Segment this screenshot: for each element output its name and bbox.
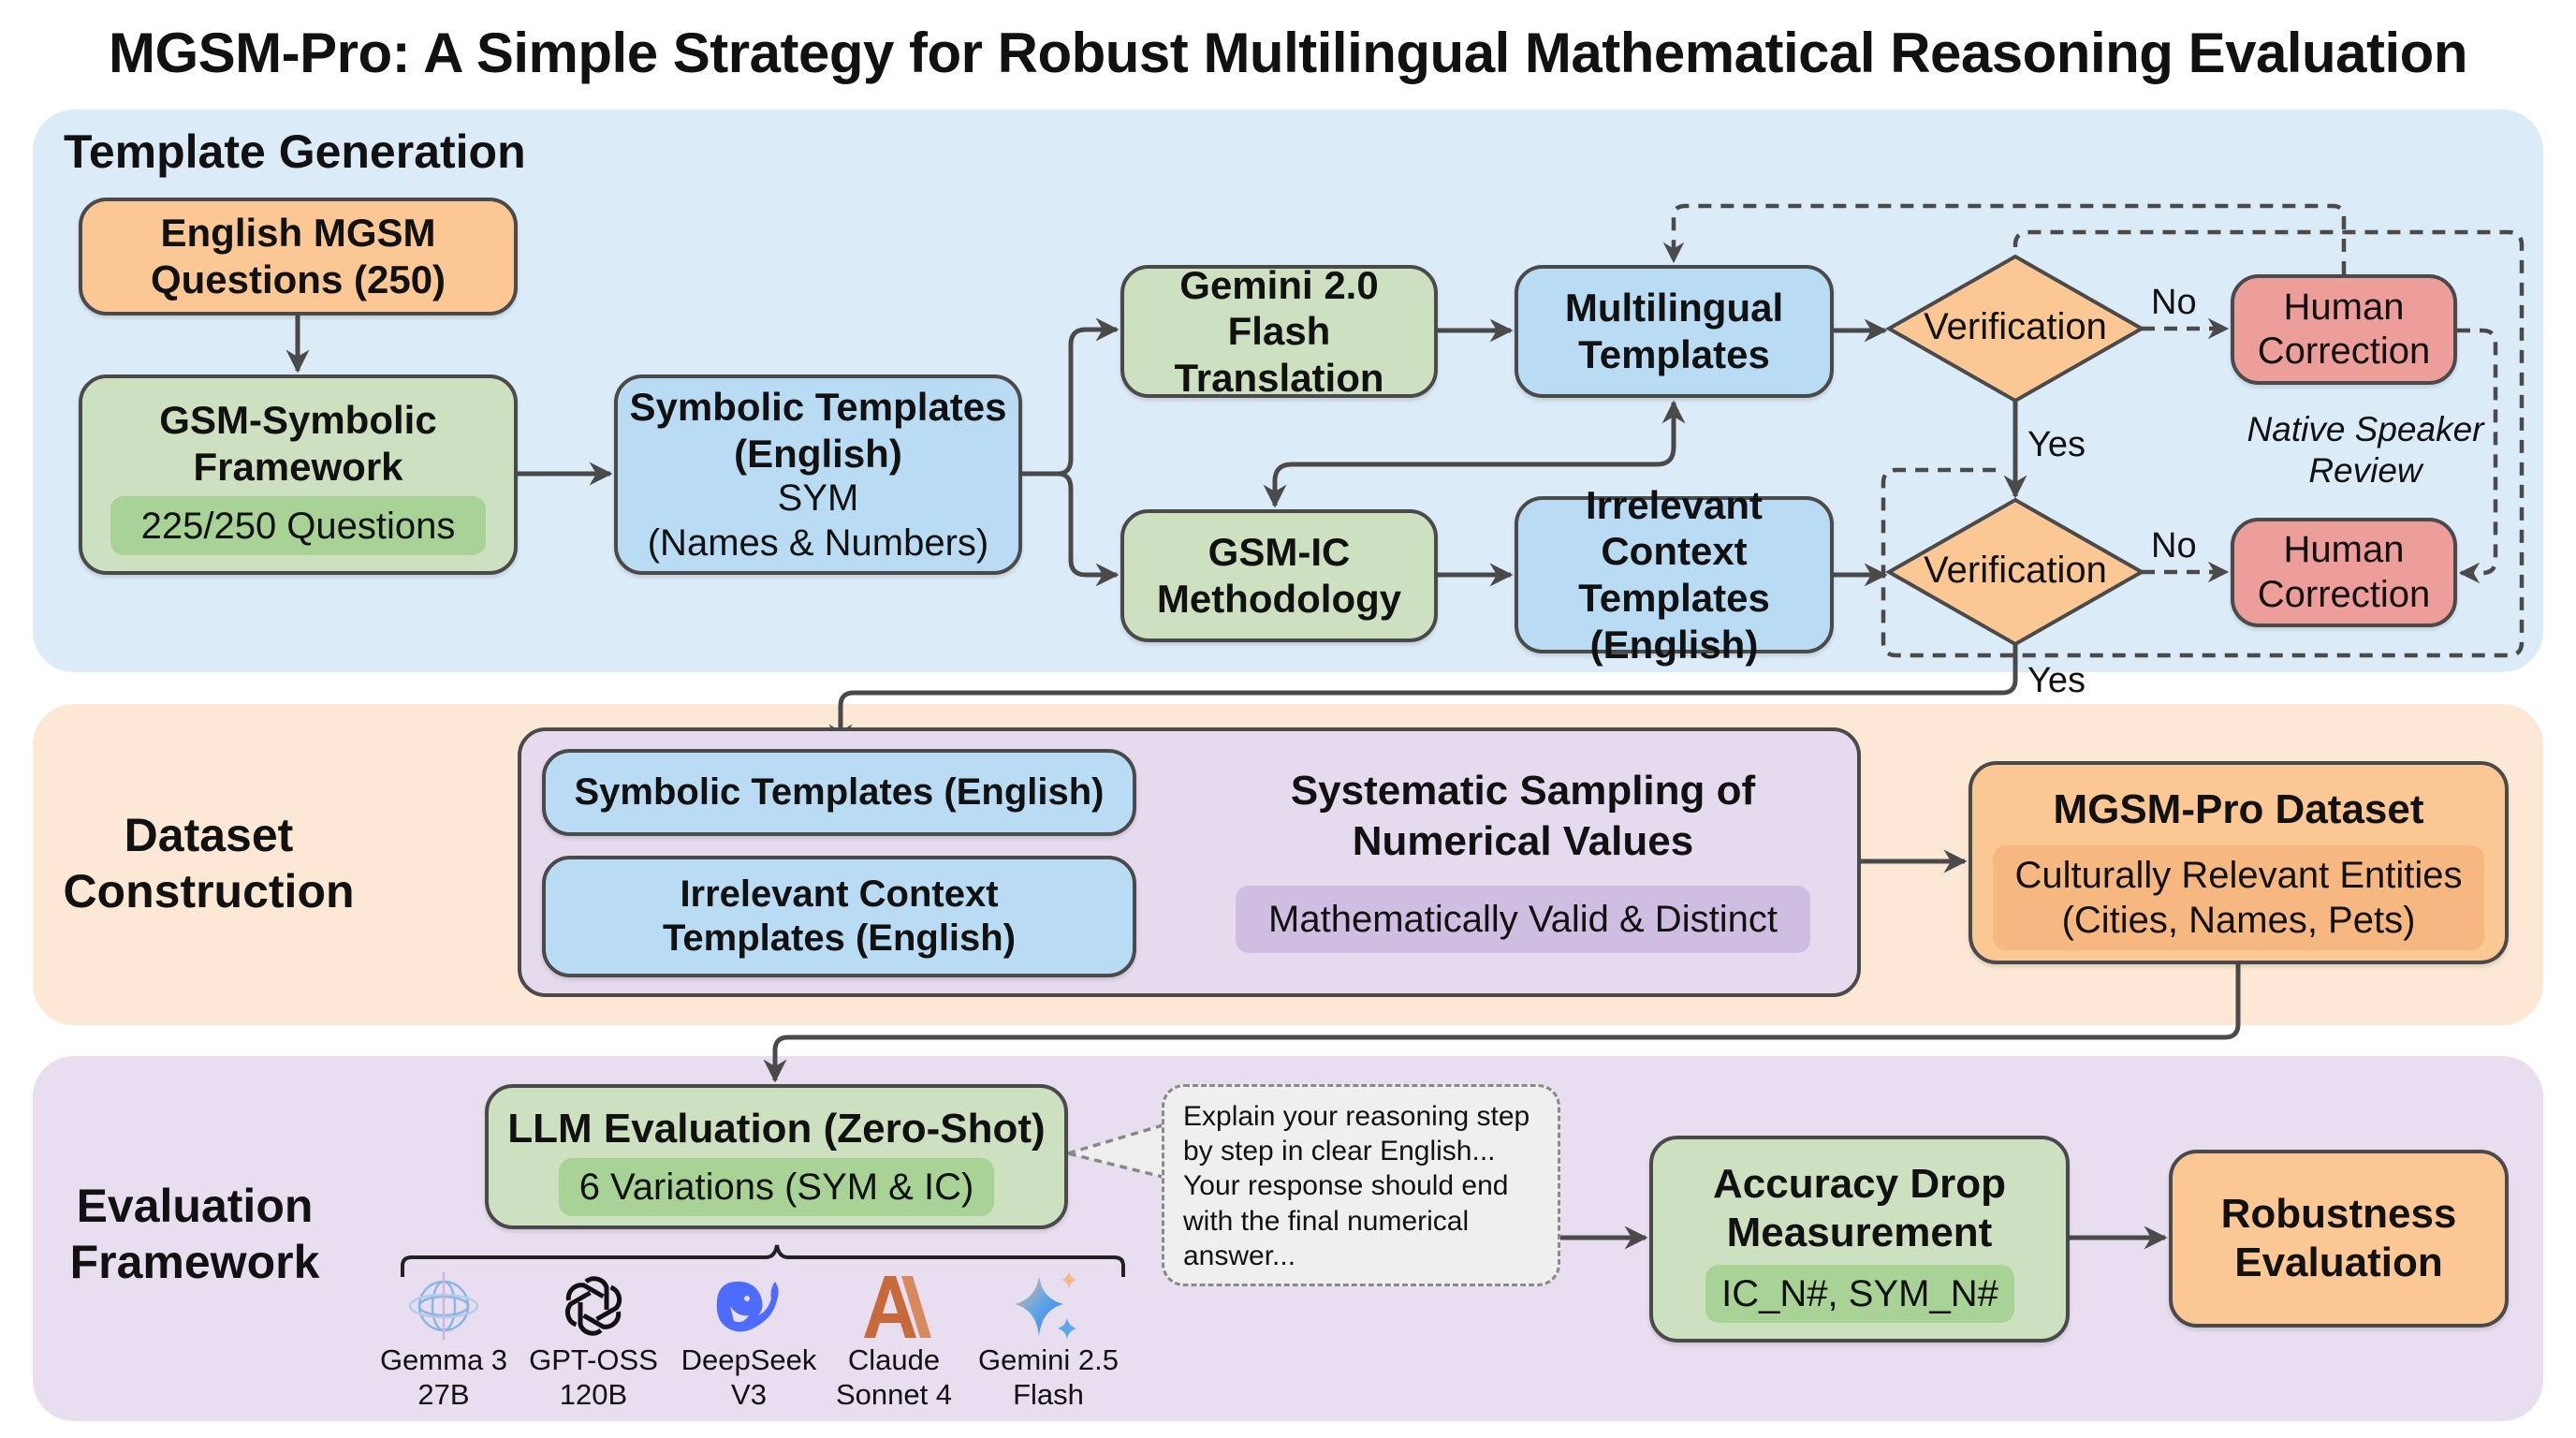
dc-symbolic-templates-box: Symbolic Templates (English) (542, 749, 1136, 836)
mgsm-pro-dataset-box: MGSM-Pro Dataset Culturally Relevant Ent… (1969, 761, 2509, 964)
heading-line: Numerical Values (1352, 817, 1694, 864)
box-line: Robustness (2220, 1191, 2457, 1238)
note-line: Native Speaker (2247, 410, 2484, 448)
native-speaker-review-note: Native Speaker Review (2234, 409, 2496, 491)
box-line: SYM (777, 477, 859, 520)
section-label-dataset-construction: Dataset Construction (54, 807, 363, 919)
human-correction-box-2: Human Correction (2231, 518, 2457, 627)
box-line: (Names & Numbers) (647, 521, 989, 564)
model-name: Gemma 3 (379, 1343, 508, 1376)
gemini-translation-box: Gemini 2.0 Flash Translation (1120, 262, 1438, 400)
gsm-symbolic-box: GSM-Symbolic Framework 225/250 Questions (79, 374, 518, 575)
box-line: Irrelevant Context (1585, 482, 1764, 574)
box-line: (English) (734, 431, 902, 476)
prompt-line: Your response should end (1183, 1170, 1509, 1202)
gemini-sparkle-icon (1015, 1270, 1076, 1340)
verification-label-2: Verification (1924, 550, 2107, 591)
anthropic-icon (864, 1276, 931, 1338)
label-line: Evaluation (76, 1180, 314, 1232)
box-line: GSM-IC (1208, 530, 1351, 575)
box-line: Multilingual (1564, 286, 1784, 330)
prompt-line: with the final numerical (1183, 1205, 1470, 1237)
variations-pill: 6 Variations (SYM & IC) (559, 1158, 994, 1216)
model-label-gpt-oss: GPT-OSS 120B (519, 1343, 668, 1412)
openai-icon (564, 1276, 622, 1336)
page-title: MGSM-Pro: A Simple Strategy for Robust M… (109, 22, 2467, 84)
model-label-deepseek: DeepSeek V3 (674, 1343, 824, 1412)
gsm-ic-box: GSM-IC Methodology (1120, 509, 1438, 642)
box-line: English MGSM (160, 211, 436, 256)
box-line: Framework (193, 444, 403, 489)
model-size: Sonnet 4 (835, 1378, 953, 1412)
model-size: Flash (1013, 1378, 1084, 1412)
symbolic-templates-box: Symbolic Templates (English) SYM (Names … (614, 374, 1022, 575)
box-line: Symbolic Templates (English) (574, 770, 1105, 813)
multilingual-templates-box: Multilingual Templates (1515, 265, 1834, 398)
gemma-icon (408, 1272, 479, 1340)
culturally-relevant-pill: Culturally Relevant Entities (Cities, Na… (1993, 845, 2484, 950)
prompt-line: answer... (1183, 1240, 1296, 1271)
box-line: Human (2283, 529, 2405, 571)
questions-count-pill: 225/250 Questions (110, 496, 486, 555)
label-line: Framework (69, 1236, 320, 1288)
pill-line: (Cities, Names, Pets) (2061, 900, 2416, 941)
box-line: LLM Evaluation (Zero-Shot) (507, 1106, 1046, 1152)
box-line: GSM-Symbolic (159, 398, 437, 442)
systematic-sampling-heading: Systematic Sampling of Numerical Values (1217, 766, 1829, 866)
human-correction-box-1: Human Correction (2231, 274, 2457, 385)
model-name: GPT-OSS (529, 1343, 658, 1376)
model-label-gemini: Gemini 2.5 Flash (973, 1343, 1123, 1412)
prompt-line: by step in clear English... (1183, 1136, 1496, 1167)
model-label-gemma: Gemma 3 27B (369, 1343, 519, 1412)
pill-line: Culturally Relevant Entities (2014, 855, 2463, 896)
llm-evaluation-box: LLM Evaluation (Zero-Shot) 6 Variations … (485, 1084, 1068, 1229)
box-line: MGSM-Pro Dataset (2053, 786, 2424, 832)
note-line: Review (2308, 450, 2422, 490)
box-line: Irrelevant Context (680, 873, 999, 915)
model-size: 27B (417, 1378, 470, 1412)
label-line: Dataset (124, 809, 294, 861)
box-line: Measurement (1726, 1209, 1993, 1255)
box-line: Templates (English) (662, 917, 1017, 959)
model-name: Claude (847, 1343, 941, 1376)
box-line: Human (2283, 286, 2405, 328)
mathematically-valid-pill: Mathematically Valid & Distinct (1236, 886, 1810, 953)
verification-label-1: Verification (1924, 306, 2107, 347)
box-line: Correction (2257, 573, 2431, 615)
accuracy-drop-box: Accuracy Drop Measurement IC_N#, SYM_N# (1649, 1136, 2070, 1343)
heading-line: Systematic Sampling of (1290, 768, 1756, 814)
box-line: (English) (1589, 622, 1759, 667)
box-line: Templates (1578, 576, 1770, 620)
edge-label-yes-1: Yes (2027, 425, 2086, 464)
prompt-bubble-text: Explain your reasoning step by step in c… (1183, 1099, 1558, 1273)
robustness-evaluation-box: Robustness Evaluation (2169, 1150, 2509, 1328)
model-size: 120B (559, 1378, 628, 1412)
edge-label-yes-2: Yes (2027, 661, 2086, 700)
box-line: Gemini 2.0 Flash (1179, 262, 1379, 354)
box-line: Evaluation (2234, 1240, 2443, 1285)
box-line: Correction (2257, 330, 2431, 372)
english-mgsm-box: English MGSM Questions (250) (79, 198, 518, 315)
box-line: Symbolic Templates (629, 385, 1007, 430)
edge-label-no-1: No (2151, 283, 2197, 322)
prompt-line: Explain your reasoning step (1183, 1101, 1530, 1132)
box-line: Accuracy Drop (1712, 1161, 2006, 1207)
box-line: Questions (250) (150, 257, 446, 301)
model-name: Gemini 2.5 (978, 1343, 1119, 1376)
irrelevant-context-templates-box: Irrelevant Context Templates (English) (1515, 483, 1834, 667)
deepseek-whale-icon (716, 1281, 779, 1332)
edge-label-no-2: No (2151, 526, 2197, 565)
model-name: DeepSeek (681, 1343, 817, 1376)
box-line: Templates (1578, 332, 1770, 376)
model-label-claude: Claude Sonnet 4 (819, 1343, 969, 1412)
accuracy-metric-pill: IC_N#, SYM_N# (1705, 1265, 2014, 1323)
model-size: V3 (731, 1378, 767, 1412)
section-label-template-generation: Template Generation (64, 125, 526, 178)
dc-irrelevant-context-box: Irrelevant Context Templates (English) (542, 856, 1136, 977)
section-label-evaluation-framework: Evaluation Framework (54, 1178, 335, 1290)
label-line: Construction (63, 865, 355, 917)
box-line: Translation (1174, 355, 1384, 400)
box-line: Methodology (1156, 577, 1402, 621)
prompt-bubble (1162, 1084, 1560, 1286)
